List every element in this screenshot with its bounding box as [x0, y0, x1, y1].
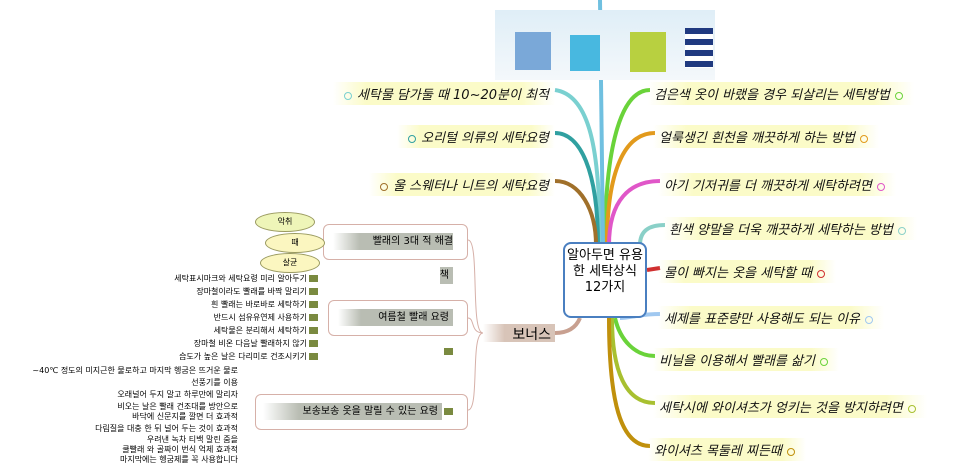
right-topic[interactable]: 흰색 양말을 더욱 깨끗하게 세탁하는 방법	[663, 217, 917, 240]
leaf-item[interactable]: 마지막에는 헹굼제를 꼭 사용합니다	[119, 455, 238, 464]
central-topic[interactable]: 알아두면 유용한 세탁상식 12가지	[563, 242, 647, 318]
leaf-item[interactable]: 장마철이라도 빨래를 바짝 말리기	[196, 286, 318, 297]
leaf-item[interactable]: 쿨빨래 와 골짜이 번식 억제 효과적	[122, 445, 238, 454]
leaf-item[interactable]: 세탁표시마크와 세탁요령 미리 알아두기	[174, 273, 318, 284]
leaf-item[interactable]: 반드시 섬유유연제 사용하기	[214, 312, 318, 323]
leaf-item[interactable]: ~40℃ 정도의 미지근한 물로하고 마지막 헹굼은 뜨거운 물로	[32, 366, 238, 375]
right-topic[interactable]: 얼룩생긴 흰천을 깨끗하게 하는 방법	[653, 125, 879, 148]
leaf-item[interactable]: 장마철 비온 다음날 빨래하지 않기	[194, 338, 318, 349]
right-topic[interactable]: 와이셔츠 목둘레 찌든때	[648, 438, 806, 461]
leaf-item[interactable]: 다림질을 대충 한 뒤 널어 두는 것이 효과적	[95, 424, 238, 433]
left-topic[interactable]: 세탁물 담가둘 때 10~20분이 최적	[332, 82, 555, 105]
right-topic[interactable]: 세제를 표준량만 사용해도 되는 이유	[658, 306, 884, 329]
right-topic[interactable]: 아기 기저귀를 더 깨끗하게 세탁하려면	[658, 173, 896, 196]
leaf-item[interactable]: 때	[265, 233, 325, 253]
right-topic[interactable]: 비닐을 이용해서 빨래를 삶기	[653, 348, 839, 371]
bonus-topic[interactable]: 보너스	[483, 324, 555, 343]
left-topic[interactable]: 오리털 의류의 세탁요령	[397, 125, 555, 148]
leaf-item[interactable]: 우려낸 녹차 티백 말린 줌을	[146, 435, 238, 444]
leaf-item[interactable]: 악취	[255, 212, 315, 232]
leaf-item[interactable]: 세탁물은 분리해서 세탁하기	[214, 325, 318, 336]
group-fluffy-drying[interactable]: 보송보송 옷을 말릴 수 있는 요령	[255, 394, 468, 430]
note-icon	[444, 347, 453, 355]
leaf-item[interactable]: 오래널어 두지 말고 하루만에 말리자	[117, 390, 238, 399]
leaf-item[interactable]: 선풍기를 이용	[191, 378, 238, 387]
group-summer-laundry[interactable]: 여름철 빨래 요령	[328, 300, 468, 355]
leaf-item[interactable]: 습도가 높은 날은 다리미로 건조시키기	[179, 351, 318, 362]
right-topic[interactable]: 물이 빠지는 옷을 세탁할 때	[658, 260, 837, 283]
right-topic[interactable]: 세탁시에 와이셔츠가 엉키는 것을 방지하려면	[653, 395, 927, 418]
central-topic-label: 알아두면 유용한 세탁상식 12가지	[567, 248, 643, 295]
leaf-item[interactable]: 흰 빨래는 바로바로 세탁하기	[211, 299, 318, 310]
leaf-item[interactable]: 살균	[260, 253, 320, 273]
leaf-item[interactable]: 바닥에 신문지를 깔면 더 효과적	[132, 412, 238, 421]
group-three-enemies[interactable]: 빨래의 3대 적 해결책	[323, 224, 468, 284]
right-topic[interactable]: 검은색 옷이 바랬을 경우 되살리는 세탁방법	[648, 82, 914, 105]
laundry-illustration	[495, 10, 715, 80]
leaf-item[interactable]: 비오는 날은 빨래 건조대를 방안으로	[117, 402, 238, 411]
left-topic[interactable]: 울 스웨터나 니트의 세탁요령	[369, 173, 555, 196]
note-icon	[444, 407, 453, 415]
